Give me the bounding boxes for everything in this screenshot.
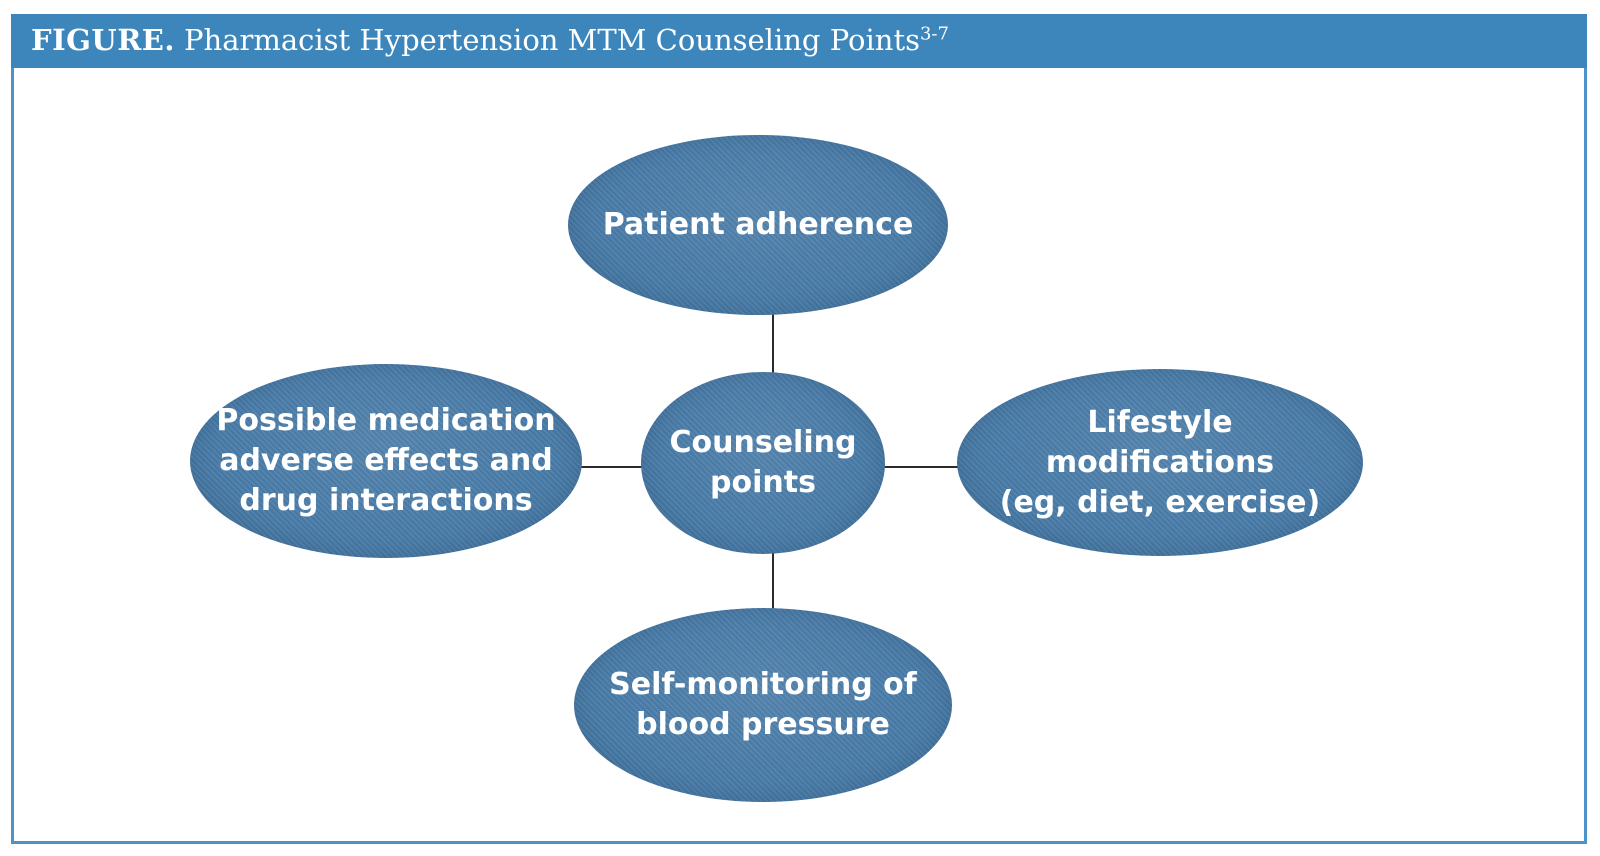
connector-right xyxy=(882,466,960,468)
figure-title-superscript: 3-7 xyxy=(919,23,949,45)
node-patient-adherence: Patient adherence xyxy=(568,135,948,315)
node-lifestyle-modifications-label: Lifestyle modifications (eg, diet, exerc… xyxy=(999,404,1321,520)
figure-title-text-main: Pharmacist Hypertension MTM Counseling P… xyxy=(184,23,920,57)
connector-left xyxy=(580,466,644,468)
figure-title-label: FIGURE. xyxy=(31,23,176,57)
connector-top xyxy=(772,312,774,374)
figure-title-text: Pharmacist Hypertension MTM Counseling P… xyxy=(184,23,949,57)
node-counseling-points: Counseling points xyxy=(641,372,885,554)
node-medication-adverse-effects-label: Possible medication adverse effects and … xyxy=(216,403,556,518)
connector-bottom xyxy=(772,552,774,610)
node-lifestyle-modifications: Lifestyle modifications (eg, diet, exerc… xyxy=(957,369,1363,556)
node-patient-adherence-label: Patient adherence xyxy=(602,207,914,242)
node-self-monitoring-bp: Self-monitoring of blood pressure xyxy=(574,608,952,802)
node-self-monitoring-bp-label: Self-monitoring of blood pressure xyxy=(609,667,917,742)
figure-title-bar: FIGURE. Pharmacist Hypertension MTM Coun… xyxy=(11,14,1587,68)
node-medication-adverse-effects: Possible medication adverse effects and … xyxy=(190,364,582,558)
node-counseling-points-label: Counseling points xyxy=(669,425,857,500)
